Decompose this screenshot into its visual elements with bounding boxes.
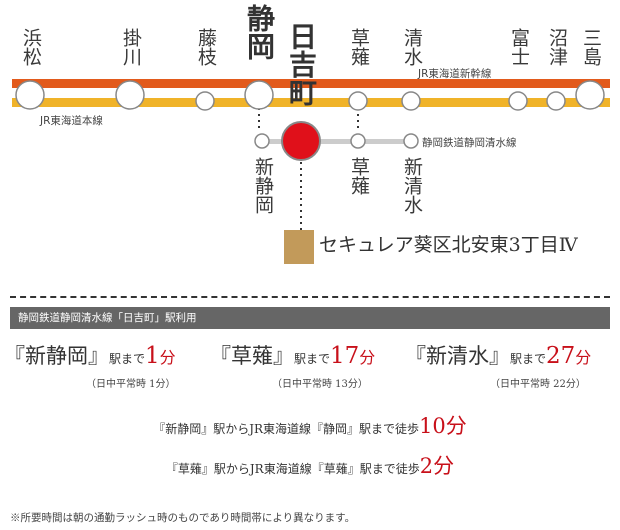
walk-kusanagi: 『草薙』駅からJR東海道線『草薙』駅まで徒歩2分 [0,450,620,480]
station-marker-fuji [508,91,528,111]
line-label-shizutetsu: 静岡鉄道静岡清水線 [422,137,517,149]
trip-unit: 分 [359,348,376,367]
trip-note-shinshimizu: （日中平常時 22分） [490,379,586,390]
trip-station: 『新清水』 [405,344,510,368]
station-name-shinshimizu: 新清水 [401,157,423,214]
station-marker-hamamatsu [15,80,45,110]
station-name-kakegawa: 掛川 [120,28,142,66]
station-marker-kusanagi-shizutetsu [350,133,366,149]
trip-station: 『新静岡』 [4,344,109,368]
trip-to: 駅まで [109,352,146,366]
line-label-shinkansen: JR東海道新幹線 [418,68,492,80]
destination-name: セキュレア葵区北安東3丁目Ⅳ [319,234,578,256]
trip-unit: 分 [159,348,176,367]
destination-marker [284,230,314,264]
shizutetsu-line [262,139,410,144]
walk-minutes: 10分 [419,414,467,438]
station-marker-numazu [546,91,566,111]
station-name-hiyoshicho: 日吉町 [285,22,318,106]
station-marker-hiyoshicho [281,121,321,161]
walk-shinshizuoka: 『新静岡』駅からJR東海道線『静岡』駅まで徒歩10分 [0,410,620,440]
trip-unit: 分 [575,348,592,367]
station-marker-shizuoka [244,80,274,110]
trip-to: 駅まで [510,352,547,366]
trip-note-kusanagi: （日中平常時 13分） [272,379,368,390]
dashed-divider [10,296,610,298]
footnote: ※所要時間は朝の通勤ラッシュ時のものであり時間帯により異なります。 [10,512,356,524]
station-name-kusanagi: 草薙 [348,28,370,66]
tokaido-line [12,98,610,107]
walk-text: 『新静岡』駅からJR東海道線『静岡』駅まで徒歩 [153,422,420,436]
trip-shinshimizu: 『新清水』駅まで27分 [405,340,591,370]
trip-shinshizuoka: 『新静岡』駅まで1分 [4,340,176,370]
trip-minutes: 1 [145,343,160,369]
station-name-hamamatsu: 浜松 [20,28,42,66]
line-label-tokaido: JR東海道本線 [40,115,103,127]
station-marker-shinshizuoka [254,133,270,149]
trip-note-shinshizuoka: （日中平常時 1分） [86,379,176,390]
route-banner: 静岡鉄道静岡清水線「日吉町」駅利用 [10,307,610,329]
station-name-kusanagi-shizutetsu: 草薙 [348,157,370,195]
station-name-fujieda: 藤枝 [195,28,217,66]
walk-text: 『草薙』駅からJR東海道線『草薙』駅まで徒歩 [165,462,420,476]
station-name-mishima: 三島 [580,28,602,66]
station-name-fuji: 富士 [508,28,530,66]
trip-minutes: 27 [546,343,576,369]
station-marker-shimizu [401,91,421,111]
station-marker-fujieda [195,91,215,111]
station-marker-kakegawa [115,80,145,110]
station-name-shizuoka: 静岡 [243,4,276,60]
trip-station: 『草薙』 [210,344,294,368]
station-marker-kusanagi [348,91,368,111]
trip-to: 駅まで [294,352,331,366]
route-map: 浜松 掛川 藤枝 静岡 草薙 清水 富士 沼津 三島 日吉町 新静岡 草薙 新清… [12,4,610,264]
station-name-shinshizuoka: 新静岡 [252,157,274,214]
station-marker-mishima [575,80,605,110]
station-marker-shinshimizu [403,133,419,149]
shinkansen-line [12,79,610,88]
trip-minutes: 17 [330,343,360,369]
walk-minutes: 2分 [419,454,455,478]
trip-kusanagi: 『草薙』駅まで17分 [210,340,375,370]
station-name-numazu: 沼津 [546,28,568,66]
route-map-graphic [12,79,610,264]
station-name-shimizu: 清水 [401,28,423,66]
